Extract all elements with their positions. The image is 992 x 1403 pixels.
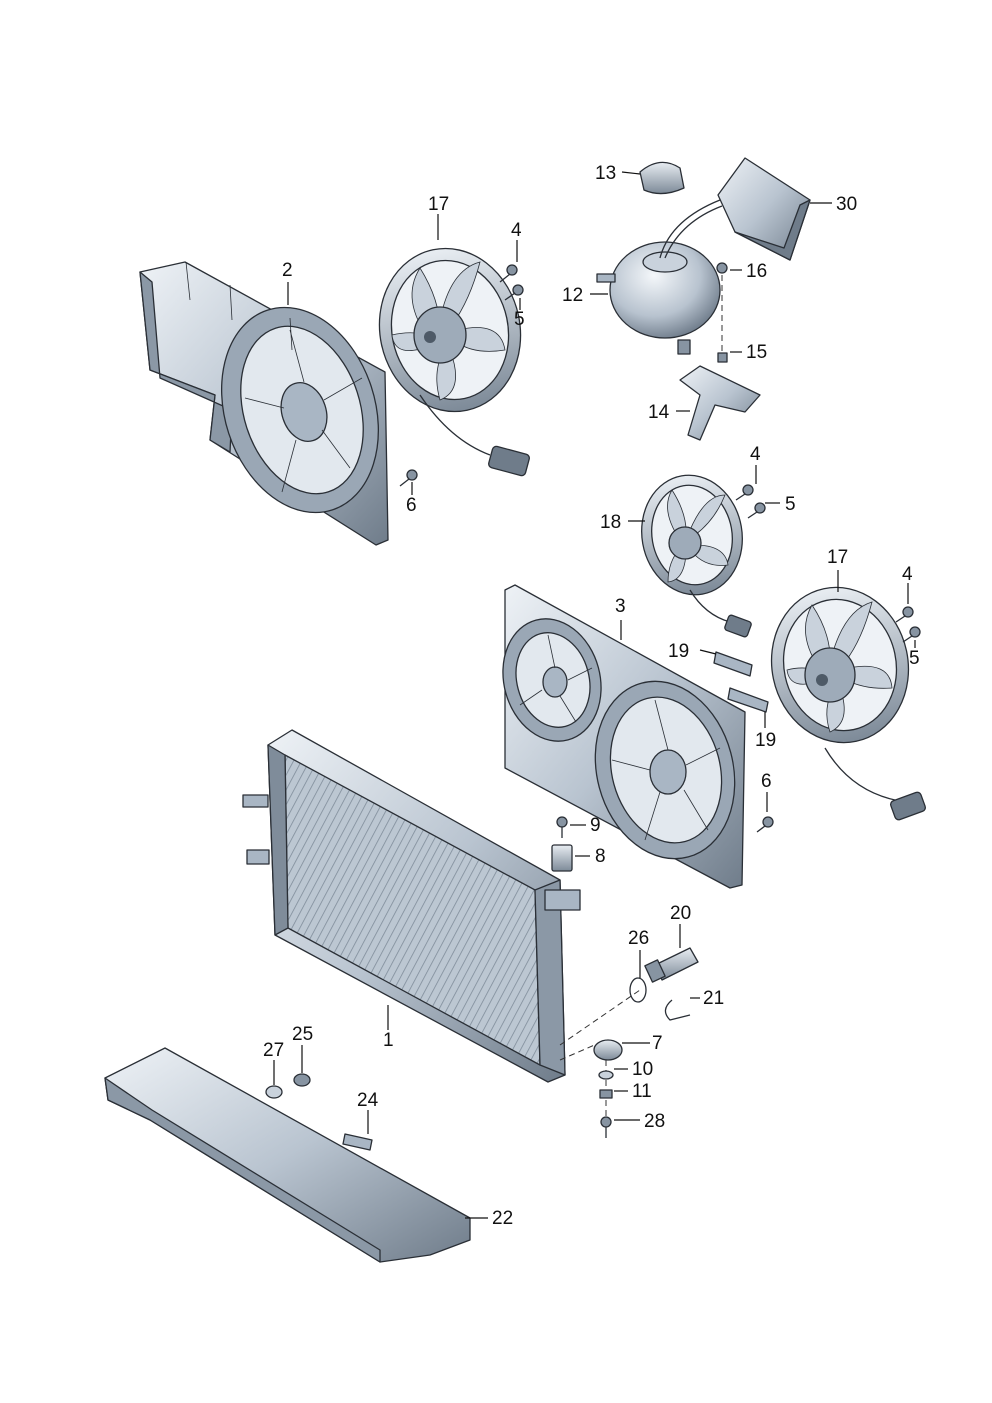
callout-8: 8 <box>595 846 606 867</box>
callout-17a: 17 <box>428 194 449 215</box>
callout-15: 15 <box>746 342 767 363</box>
callout-6a: 6 <box>406 495 417 516</box>
control-unit-30 <box>717 157 811 261</box>
temperature-sensor-20 <box>644 947 699 983</box>
bolt-28 <box>600 1116 612 1138</box>
callout-21: 21 <box>703 988 724 1009</box>
screw-5a <box>504 284 524 301</box>
callout-3: 3 <box>615 596 626 617</box>
screw-4c <box>895 606 914 623</box>
screw-5c <box>902 626 921 643</box>
callout-24: 24 <box>357 1090 379 1111</box>
callout-10: 10 <box>632 1059 653 1080</box>
callout-4a: 4 <box>511 220 522 241</box>
screw-4a <box>499 264 518 283</box>
callout-5a: 5 <box>514 309 525 330</box>
screw-4b <box>735 484 754 501</box>
radiator <box>242 729 581 1083</box>
radiator-fan-small <box>641 474 752 638</box>
callout-4b: 4 <box>750 444 761 465</box>
clip-21 <box>664 999 691 1021</box>
callout-18: 18 <box>600 512 621 533</box>
callout-26: 26 <box>628 928 649 949</box>
washer-10 <box>598 1070 614 1080</box>
callout-12: 12 <box>562 285 583 306</box>
callout-19b: 19 <box>755 730 776 751</box>
callout-13: 13 <box>595 163 616 184</box>
callout-6b: 6 <box>761 771 772 792</box>
callout-19a: 19 <box>668 641 689 662</box>
o-ring-26 <box>629 977 647 1003</box>
screw-16 <box>716 262 728 355</box>
callout-30: 30 <box>836 194 857 215</box>
callout-16: 16 <box>746 261 767 282</box>
radiator-fan-right <box>770 586 926 821</box>
callout-25: 25 <box>292 1024 313 1045</box>
callout-1: 1 <box>383 1030 394 1051</box>
screw-6a <box>399 469 418 487</box>
screw-5b <box>747 502 766 519</box>
screw-9 <box>556 816 568 838</box>
washer-27 <box>265 1085 283 1099</box>
callout-5c: 5 <box>909 648 920 669</box>
callout-27: 27 <box>263 1040 284 1061</box>
nut-25 <box>293 1073 311 1087</box>
expansion-tank-cap <box>639 161 685 195</box>
callout-labels: 1 2 3 4 4 4 5 5 5 6 6 7 8 9 10 11 12 13 … <box>263 163 920 1229</box>
callout-4c: 4 <box>902 564 913 585</box>
callout-7: 7 <box>652 1033 663 1054</box>
callout-20: 20 <box>670 903 691 924</box>
nut-15 <box>717 352 728 363</box>
screw-6b <box>756 816 774 833</box>
callout-22: 22 <box>492 1208 513 1229</box>
leader-lines <box>273 171 916 1219</box>
callout-11: 11 <box>632 1081 652 1102</box>
callout-5b: 5 <box>785 494 796 515</box>
mount-8 <box>551 844 573 872</box>
callout-2: 2 <box>282 260 293 281</box>
air-guide <box>104 1047 471 1263</box>
nut-11 <box>599 1089 613 1099</box>
coolant-expansion-tank <box>596 199 723 355</box>
callout-14: 14 <box>648 402 670 423</box>
clip-24 <box>342 1133 373 1151</box>
radiator-fan-upper <box>378 247 530 477</box>
rubber-mount-7 <box>593 1039 623 1061</box>
callout-9: 9 <box>590 815 601 836</box>
fan-shroud-double <box>502 584 746 889</box>
retainer-19b <box>727 687 769 713</box>
fan-shroud-single <box>139 261 389 546</box>
retainer-19a <box>713 651 753 677</box>
bracket-14 <box>679 365 761 441</box>
callout-17b: 17 <box>827 547 848 568</box>
assembly-line-sensor <box>559 989 641 1046</box>
callout-28: 28 <box>644 1111 665 1132</box>
